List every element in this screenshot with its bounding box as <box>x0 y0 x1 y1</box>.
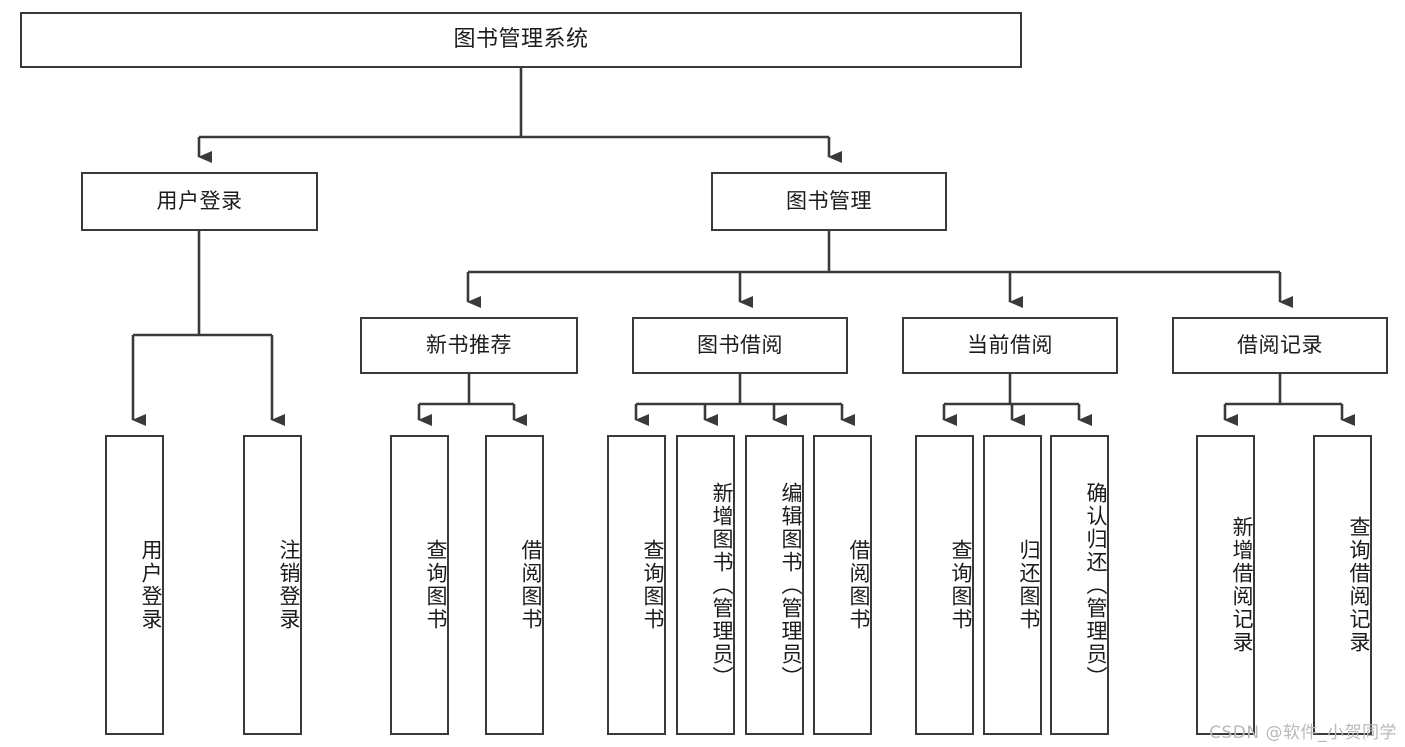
node-leaf-return-book[interactable]: 归还图书 <box>983 435 1042 735</box>
node-leaf-query-book-1[interactable]: 查询图书 <box>390 435 449 735</box>
node-leaf-query-book-1-label: 查询图书 <box>424 539 448 631</box>
node-book-manage[interactable]: 图书管理 <box>711 172 947 231</box>
node-leaf-user-login[interactable]: 用户登录 <box>105 435 164 735</box>
node-leaf-add-record-label: 新增借阅记录 <box>1230 516 1254 654</box>
node-leaf-query-record-label: 查询借阅记录 <box>1347 516 1371 654</box>
node-leaf-user-login-label: 用户登录 <box>139 539 163 631</box>
node-leaf-add-record[interactable]: 新增借阅记录 <box>1196 435 1255 735</box>
node-book-borrow[interactable]: 图书借阅 <box>632 317 848 374</box>
node-book-manage-label: 图书管理 <box>786 188 872 213</box>
node-borrow-record[interactable]: 借阅记录 <box>1172 317 1388 374</box>
node-user-login-label: 用户登录 <box>156 188 243 213</box>
node-leaf-borrow-book-2-label: 借阅图书 <box>847 539 871 631</box>
node-leaf-edit-book[interactable]: 编辑图书（管理员） <box>745 435 804 735</box>
node-leaf-borrow-book-2[interactable]: 借阅图书 <box>813 435 872 735</box>
csdn-watermark: CSDN @软件_小贺同学 <box>1209 723 1397 743</box>
node-leaf-edit-book-label: 编辑图书（管理员） <box>779 481 803 689</box>
node-leaf-borrow-book-1-label: 借阅图书 <box>519 539 543 631</box>
node-user-login[interactable]: 用户登录 <box>81 172 318 231</box>
node-leaf-add-book-label: 新增图书（管理员） <box>710 481 734 689</box>
node-leaf-query-record[interactable]: 查询借阅记录 <box>1313 435 1372 735</box>
node-leaf-query-book-3-label: 查询图书 <box>949 539 973 631</box>
node-leaf-logout[interactable]: 注销登录 <box>243 435 302 735</box>
node-leaf-return-book-label: 归还图书 <box>1017 539 1041 631</box>
node-current-borrow[interactable]: 当前借阅 <box>902 317 1118 374</box>
node-book-borrow-label: 图书借阅 <box>697 332 783 357</box>
node-root-label: 图书管理系统 <box>453 26 589 52</box>
node-leaf-query-book-2-label: 查询图书 <box>641 539 665 631</box>
node-leaf-query-book-2[interactable]: 查询图书 <box>607 435 666 735</box>
node-leaf-logout-label: 注销登录 <box>277 539 301 631</box>
node-root[interactable]: 图书管理系统 <box>20 12 1022 68</box>
node-borrow-record-label: 借阅记录 <box>1237 332 1323 357</box>
node-leaf-confirm-return[interactable]: 确认归还（管理员） <box>1050 435 1109 735</box>
node-leaf-borrow-book-1[interactable]: 借阅图书 <box>485 435 544 735</box>
node-new-book-recommend-label: 新书推荐 <box>426 332 512 357</box>
node-current-borrow-label: 当前借阅 <box>967 332 1053 357</box>
node-new-book-recommend[interactable]: 新书推荐 <box>360 317 578 374</box>
node-leaf-add-book[interactable]: 新增图书（管理员） <box>676 435 735 735</box>
node-leaf-query-book-3[interactable]: 查询图书 <box>915 435 974 735</box>
node-leaf-confirm-return-label: 确认归还（管理员） <box>1084 481 1108 689</box>
